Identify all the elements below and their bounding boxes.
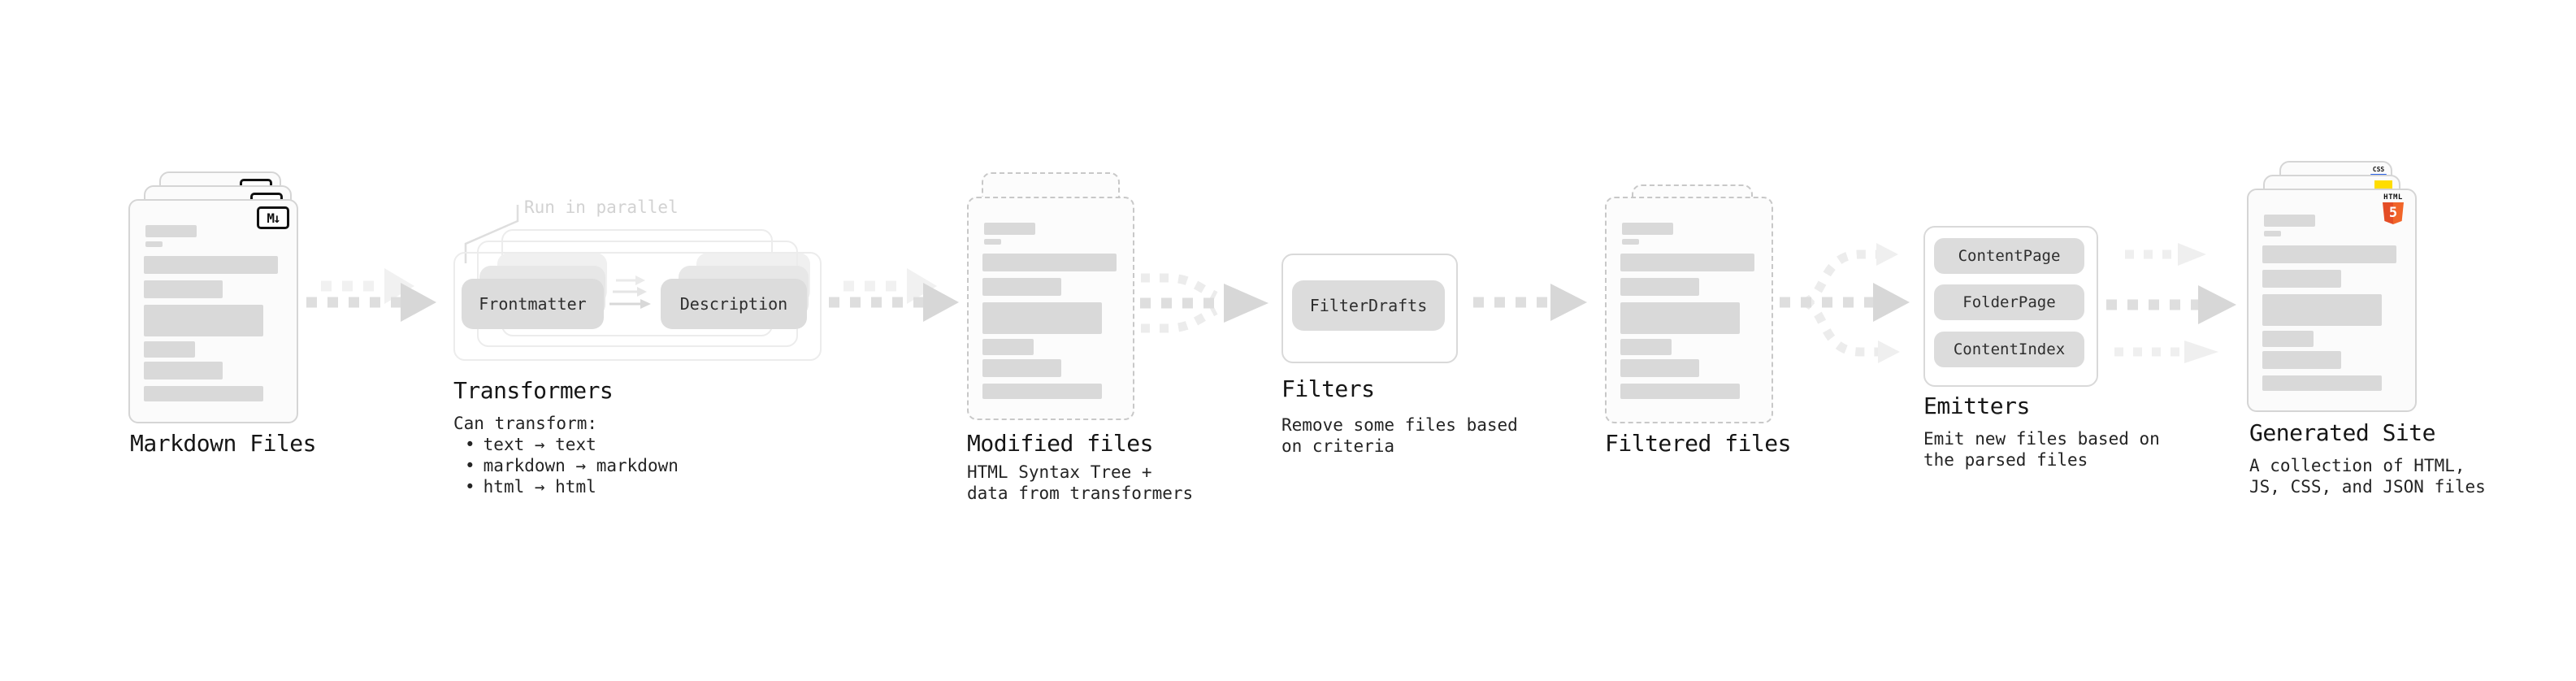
file-content-bar (145, 225, 197, 237)
file-content-bar (982, 278, 1061, 296)
stage-label-markdown-files: Markdown Files (130, 430, 317, 457)
file-content-bar (1620, 384, 1740, 399)
transformers-bullet-markdown: •markdown → markdown (465, 456, 679, 475)
transformers-desc-title: Can transform: (453, 414, 598, 433)
stage-label-filtered-files: Filtered files (1605, 430, 1792, 457)
file-content-bar (1622, 223, 1673, 235)
markdown-file-card-front: M↓ (128, 199, 298, 423)
file-content-bar (984, 239, 1001, 245)
html5-icon: HTML 5 (2381, 194, 2405, 224)
stage-label-emitters: Emitters (1923, 393, 2030, 419)
file-content-bar (1620, 359, 1699, 377)
stage-label-generated-site: Generated Site (2249, 419, 2436, 446)
file-content-bar (2262, 375, 2382, 391)
file-content-bar (144, 386, 263, 401)
markdown-icon: M↓ (257, 206, 289, 229)
transformer-node-frontmatter: Frontmatter (462, 279, 604, 329)
parallel-mini-arrows (609, 275, 651, 309)
file-content-bar (2262, 245, 2396, 263)
emitter-node-contentindex: ContentIndex (1934, 332, 2084, 367)
generated-file-card-html: HTML 5 (2247, 189, 2417, 412)
file-content-bar (2262, 294, 2382, 326)
file-content-bar (982, 384, 1102, 399)
arrow-markdown-to-transformers (306, 268, 436, 322)
transformer-node-description: Description (661, 279, 807, 329)
file-content-bar (982, 359, 1061, 377)
generated-site-description: A collection of HTML, JS, CSS, and JSON … (2249, 456, 2486, 497)
js-icon (2374, 180, 2392, 191)
arrow-emitters-to-generated (2106, 243, 2236, 363)
transformers-description: Can transform: •text → text •markdown → … (453, 413, 679, 497)
transformers-bullet-text: •text → text (465, 435, 596, 454)
file-content-bar (2262, 331, 2314, 347)
arrow-filters-to-filtered (1473, 284, 1587, 321)
emitter-node-folderpage: FolderPage (1934, 284, 2084, 320)
file-content-bar (144, 362, 223, 380)
arrow-transformers-to-modified (829, 268, 959, 322)
run-in-parallel-annotation: Run in parallel (524, 197, 679, 217)
file-content-bar (1620, 339, 1672, 355)
emitter-node-contentpage: ContentPage (1934, 238, 2084, 274)
file-content-bar (982, 302, 1102, 334)
file-content-bar (144, 305, 263, 336)
file-content-bar (2264, 231, 2281, 236)
stage-label-transformers: Transformers (453, 377, 614, 404)
file-content-bar (2262, 270, 2341, 288)
file-content-bar (1620, 302, 1740, 334)
file-content-bar (145, 241, 163, 247)
file-content-bar (2262, 351, 2341, 369)
transformers-bullet-html: •html → html (465, 477, 596, 497)
file-content-bar (1622, 239, 1639, 245)
emitters-description: Emit new files based on the parsed files (1923, 429, 2160, 470)
file-content-bar (2264, 215, 2315, 227)
filtered-file-card-front (1605, 197, 1773, 423)
modified-files-description: HTML Syntax Tree + data from transformer… (967, 462, 1194, 503)
stage-label-modified-files: Modified files (967, 430, 1154, 457)
file-content-bar (144, 280, 223, 298)
file-content-bar (982, 339, 1034, 355)
file-content-bar (144, 341, 195, 358)
arrow-filtered-to-emitters-diverge (1780, 243, 1910, 363)
file-content-bar (982, 254, 1117, 271)
file-content-bar (1620, 278, 1699, 296)
arrow-modified-to-filters-converge (1140, 273, 1268, 333)
file-content-bar (1620, 254, 1754, 271)
filters-description: Remove some files based on criteria (1281, 415, 1518, 456)
transformers-box-front (453, 252, 822, 361)
file-content-bar (984, 223, 1035, 235)
file-content-bar (144, 256, 278, 274)
stage-label-filters: Filters (1281, 375, 1375, 402)
modified-file-card-front (967, 197, 1134, 420)
filter-node-filterdrafts: FilterDrafts (1292, 280, 1445, 331)
run-in-parallel-connector (464, 205, 519, 263)
